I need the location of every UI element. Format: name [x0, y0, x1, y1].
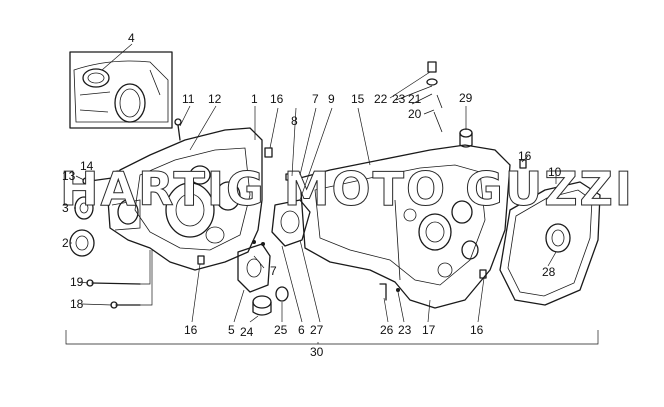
small-fasteners	[82, 118, 527, 309]
label-14: 14	[80, 159, 94, 173]
label-9: 9	[328, 92, 335, 106]
label-27: 27	[310, 323, 324, 337]
label-6: 6	[298, 323, 305, 337]
label-8: 8	[291, 114, 298, 128]
label-17: 17	[422, 323, 436, 337]
spacer-29	[459, 128, 473, 148]
cap-24	[252, 295, 272, 316]
label-30: 30	[310, 345, 324, 359]
label-12: 12	[208, 92, 222, 106]
watermark-text: HARTIG MOTO GUZZI	[60, 162, 634, 216]
label-23-bottom: 23	[398, 323, 412, 337]
bearing-2	[69, 229, 95, 257]
label-26: 26	[380, 323, 394, 337]
label-24: 24	[240, 325, 254, 339]
label-7-top: 7	[312, 92, 319, 106]
label-3: 3	[62, 201, 69, 215]
label-23-top: 23	[392, 92, 406, 106]
ring-25	[275, 286, 289, 302]
label-13: 13	[62, 169, 76, 183]
label-7-bottom: 7	[270, 264, 277, 278]
cover-plate	[237, 243, 271, 293]
label-4: 4	[128, 31, 135, 45]
label-28: 28	[542, 265, 556, 279]
center-gearbox-housing	[299, 144, 511, 309]
bearing-28	[545, 223, 571, 253]
label-5: 5	[228, 323, 235, 337]
label-15: 15	[351, 92, 365, 106]
label-20: 20	[408, 107, 422, 121]
left-crankcase-half	[107, 127, 263, 271]
label-2: 2	[62, 236, 69, 250]
label-19: 19	[70, 275, 84, 289]
label-10: 10	[548, 165, 562, 179]
label-1: 1	[251, 92, 258, 106]
label-16-top: 16	[270, 92, 284, 106]
label-16-bottom-right: 16	[470, 323, 484, 337]
label-16-bottom-left: 16	[184, 323, 198, 337]
inset-detail	[69, 51, 173, 129]
label-16-right: 16	[518, 149, 532, 163]
label-11: 11	[182, 92, 195, 106]
right-cover-gasket	[499, 181, 601, 306]
label-21: 21	[408, 92, 422, 106]
breather-22	[426, 61, 443, 133]
label-29: 29	[459, 91, 473, 105]
label-18: 18	[70, 297, 84, 311]
label-25: 25	[274, 323, 288, 337]
leader-lines	[65, 43, 599, 345]
label-22: 22	[374, 92, 388, 106]
